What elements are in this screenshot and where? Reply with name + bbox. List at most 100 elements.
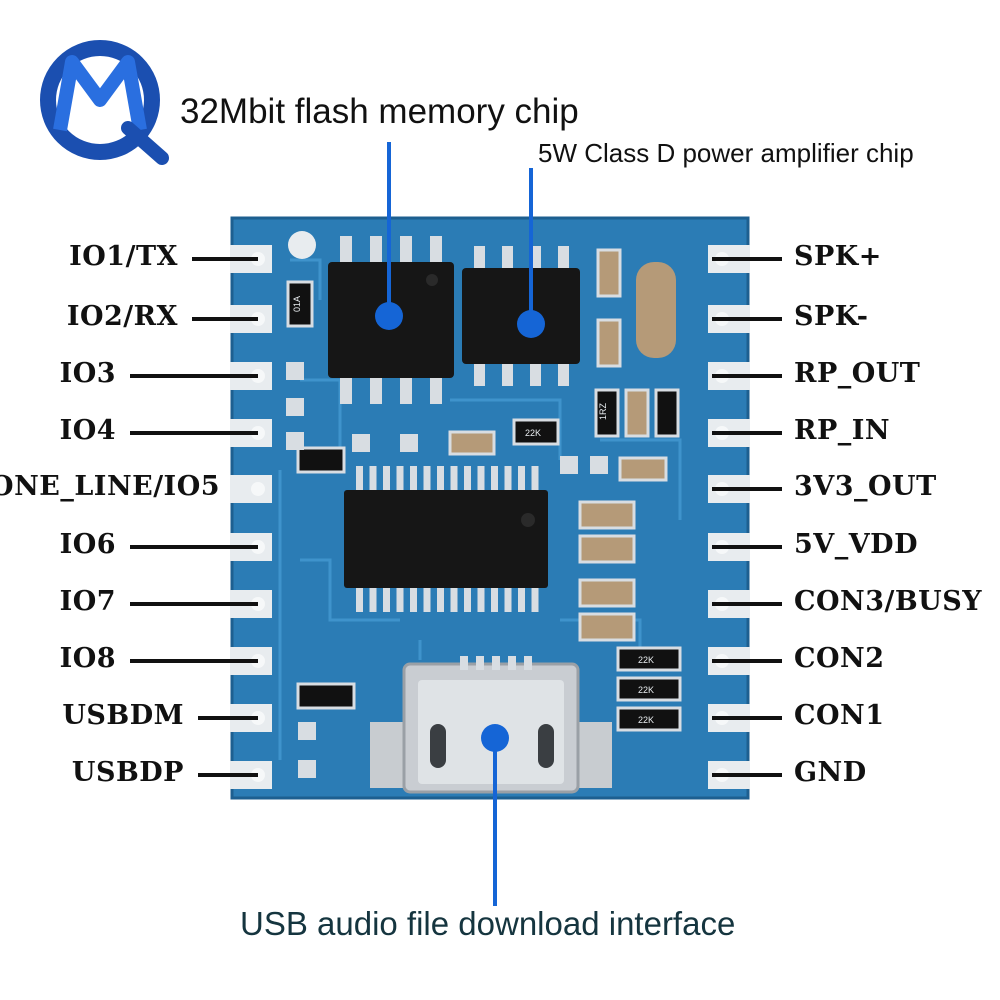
pad-hole: [251, 711, 265, 725]
callout-markers: [375, 142, 545, 906]
pin-label-right: SPK+: [794, 241, 882, 272]
pad-hole: [251, 369, 265, 383]
logo-q-tail: [121, 121, 169, 165]
resistor-code: 22K: [638, 655, 654, 665]
pin-leader-line: [130, 431, 258, 435]
pin-label-right: CON2: [794, 643, 885, 674]
pin-label-right: 3V3_OUT: [794, 471, 937, 502]
pin-leader-line: [130, 374, 258, 378]
pin-label-right: GND: [794, 757, 867, 788]
pin-leader-line: [198, 773, 258, 777]
ic-pin: [369, 586, 377, 612]
controller-chip: [344, 466, 548, 612]
pin-label-right: RP_IN: [794, 415, 891, 446]
pad-hole: [251, 654, 265, 668]
ic-pin: [369, 466, 377, 492]
resistor-code: 22K: [525, 428, 541, 438]
ic-pin: [518, 466, 525, 492]
logo-m: [53, 55, 147, 132]
pin-leader-line: [712, 374, 782, 378]
ic-pin: [518, 586, 525, 612]
ic-pin: [356, 466, 363, 492]
pin-leader-line: [712, 602, 782, 606]
pin-leader-line: [712, 487, 782, 491]
pin-leader-line: [712, 716, 782, 720]
pin-label-left: USBDP: [71, 757, 184, 788]
pin-label-left: ONE_LINE/IO5: [0, 471, 220, 502]
pin-leader-line: [712, 545, 782, 549]
ic-pin: [491, 586, 498, 612]
ic-pin: [450, 586, 458, 612]
pin-leader-line: [712, 773, 782, 777]
ic-pin: [450, 466, 458, 492]
amp-callout-label: 5W Class D power amplifier chip: [538, 138, 914, 168]
resistor-code: 01A: [292, 296, 302, 312]
resistor-code: 1RZ: [598, 402, 608, 420]
usb-callout-label: USB audio file download interface: [240, 905, 736, 942]
pin-leader-line: [712, 431, 782, 435]
pad-hole: [251, 426, 265, 440]
pad-hole: [251, 597, 265, 611]
pin-leader-line: [712, 257, 782, 261]
brand-logo: ★ ★: [40, 40, 169, 165]
ic-pin: [464, 586, 471, 612]
pad-hole: [251, 540, 265, 554]
logo-star: ★: [100, 132, 109, 143]
resistor-code: 22K: [638, 715, 654, 725]
ic-pin: [410, 466, 417, 492]
pad-hole: [251, 312, 265, 326]
pin-leader-line: [198, 716, 258, 720]
ic-pin: [410, 586, 417, 612]
pin-label-right: CON3/BUSY: [794, 586, 982, 617]
ic-pin: [464, 466, 471, 492]
logo-ring: [40, 40, 160, 160]
pin-label-left: IO4: [59, 415, 116, 446]
pin-leader-line: [130, 659, 258, 663]
pin-leader-line: [712, 659, 782, 663]
usb-connector: [370, 656, 612, 794]
logo-star: ★: [86, 121, 97, 135]
pin-label-left: IO6: [59, 529, 116, 560]
ic-pin: [437, 586, 444, 612]
pin-label-left: IO7: [59, 586, 116, 617]
pin-label-right: SPK-: [794, 301, 869, 332]
pad-hole: [251, 768, 265, 782]
amp-marker-dot: [517, 310, 545, 338]
pin-label-left: IO8: [59, 643, 116, 674]
pin-label-left: USBDM: [62, 700, 184, 731]
ic-pin: [383, 586, 390, 612]
pin-leader-line: [130, 545, 258, 549]
pin-leader-line: [130, 602, 258, 606]
pin-label-left: IO2/RX: [66, 301, 178, 332]
ic-pin: [356, 586, 363, 612]
ic-pin: [477, 586, 485, 612]
pin-label-right: RP_OUT: [794, 358, 921, 389]
passive-components: 01A 1RZ 22K 22K 22K 22K: [286, 248, 682, 778]
mounting-mark: [288, 231, 316, 259]
ic-pin: [396, 466, 404, 492]
board-edge: [230, 216, 750, 800]
ic-pin: [531, 466, 539, 492]
ic-pin: [383, 466, 390, 492]
ic-pin: [491, 466, 498, 492]
ic-pin: [396, 586, 404, 612]
pin-leader-line: [192, 257, 258, 261]
ic-pin: [531, 586, 539, 612]
pin-label-right: 5V_VDD: [794, 529, 919, 560]
ic-pin: [504, 466, 512, 492]
resistor-code: 22K: [638, 685, 654, 695]
pad-hole: [251, 252, 265, 266]
pin-label-left: IO3: [59, 358, 116, 389]
ic-pin: [504, 586, 512, 612]
pad-hole: [251, 482, 265, 496]
flash-marker-dot: [375, 302, 403, 330]
pin-leader-line: [192, 317, 258, 321]
flash-callout-label: 32Mbit flash memory chip: [180, 92, 579, 131]
pin-leader-line: [712, 317, 782, 321]
ic-pin: [437, 466, 444, 492]
pin-label-left: IO1/TX: [69, 241, 178, 272]
ic-pin: [423, 586, 431, 612]
pin-label-right: CON1: [794, 700, 885, 731]
ic-pin: [477, 466, 485, 492]
